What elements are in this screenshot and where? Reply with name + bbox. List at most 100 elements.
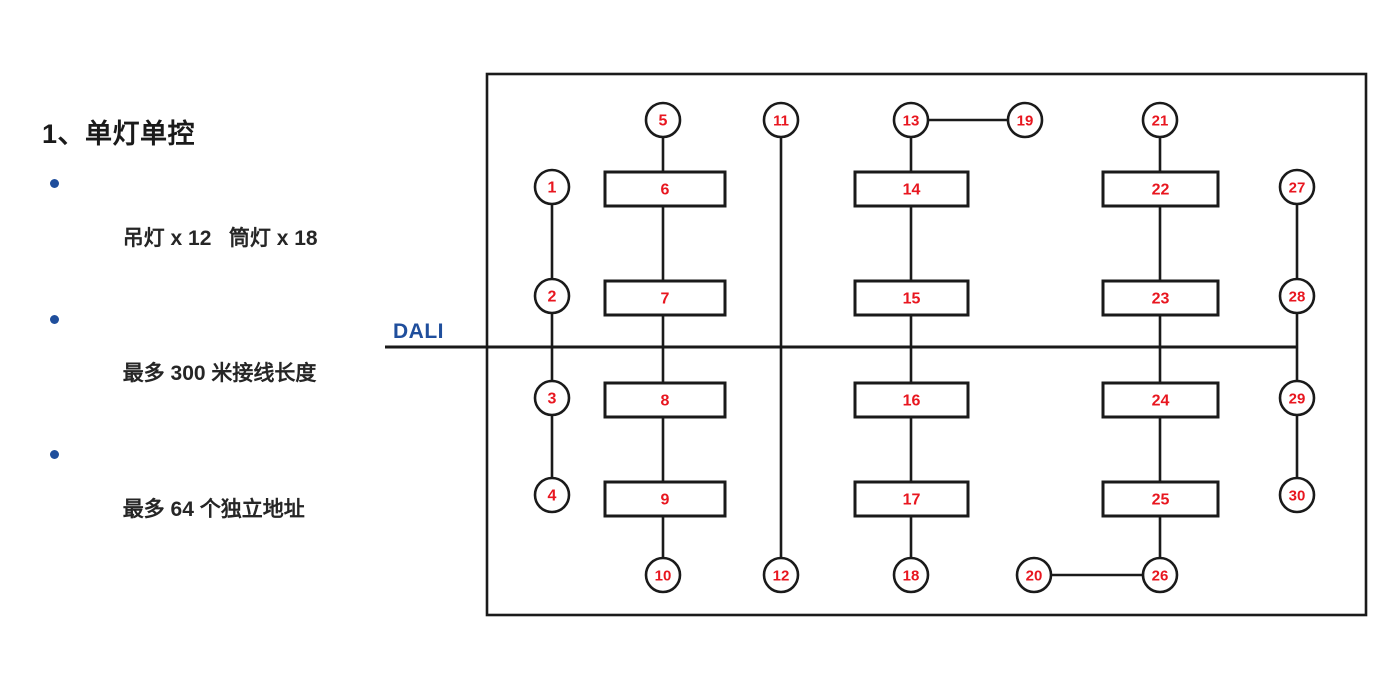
- fixture-number-label: 9: [661, 492, 670, 509]
- node-circle[interactable]: [762, 556, 800, 594]
- node-circle[interactable]: [892, 556, 930, 594]
- fixture-number-label: 22: [1152, 182, 1170, 199]
- node-circle[interactable]: [892, 101, 930, 139]
- circle-node-10[interactable]: 10: [644, 556, 682, 594]
- circle-node-5[interactable]: 5: [644, 101, 682, 139]
- fixture-rect[interactable]: [853, 480, 970, 518]
- node-circle[interactable]: [1141, 101, 1179, 139]
- fixture-number-label: 14: [903, 182, 921, 199]
- circle-node-21[interactable]: 21: [1141, 101, 1179, 139]
- node-number-label: 28: [1289, 289, 1306, 306]
- node-circle[interactable]: [1278, 168, 1316, 206]
- fixture-rect[interactable]: [603, 279, 727, 317]
- node-number-label: 18: [903, 568, 920, 585]
- node-number-label: 5: [659, 113, 668, 130]
- circle-node-4[interactable]: 4: [533, 476, 571, 514]
- circle-node-20[interactable]: 20: [1015, 556, 1053, 594]
- node-number-label: 20: [1026, 568, 1043, 585]
- node-circle[interactable]: [533, 476, 571, 514]
- fixture-rect[interactable]: [1101, 381, 1220, 419]
- circle-node-12[interactable]: 12: [762, 556, 800, 594]
- fixture-node-24[interactable]: 24: [1101, 381, 1220, 419]
- list-item-label: 最多 64 个独立地址: [122, 497, 305, 521]
- node-number-label: 13: [903, 113, 920, 130]
- fixture-layer: 6 7 8 9 14 15 16 17 22 23 24 25: [603, 170, 1220, 518]
- node-number-label: 26: [1152, 568, 1169, 585]
- list-item-label: 吊灯 x 12 筒灯 x 18: [122, 227, 318, 251]
- fixture-rect[interactable]: [853, 381, 970, 419]
- fixture-node-22[interactable]: 22: [1101, 170, 1220, 208]
- circle-node-27[interactable]: 27: [1278, 168, 1316, 206]
- fixture-node-17[interactable]: 17: [853, 480, 970, 518]
- fixture-node-9[interactable]: 9: [603, 480, 727, 518]
- dali-bus-label: DALI: [393, 320, 444, 343]
- node-number-label: 21: [1152, 113, 1169, 130]
- node-circle[interactable]: [533, 379, 571, 417]
- node-number-label: 2: [548, 289, 557, 306]
- node-number-label: 29: [1289, 391, 1306, 408]
- circle-node-18[interactable]: 18: [892, 556, 930, 594]
- fixture-node-14[interactable]: 14: [853, 170, 970, 208]
- fixture-node-15[interactable]: 15: [853, 279, 970, 317]
- node-circle[interactable]: [762, 101, 800, 139]
- fixture-node-16[interactable]: 16: [853, 381, 970, 419]
- bullet-dot-icon: [50, 450, 59, 460]
- node-circle[interactable]: [1015, 556, 1053, 594]
- node-circle[interactable]: [1006, 101, 1044, 139]
- fixture-number-label: 7: [661, 291, 670, 308]
- fixture-rect[interactable]: [1101, 170, 1220, 208]
- node-circle[interactable]: [644, 556, 682, 594]
- node-number-label: 30: [1289, 488, 1306, 505]
- fixture-node-8[interactable]: 8: [603, 381, 727, 419]
- circle-node-19[interactable]: 19: [1006, 101, 1044, 139]
- fixture-rect[interactable]: [853, 279, 970, 317]
- node-circle[interactable]: [1278, 379, 1316, 417]
- fixture-rect[interactable]: [603, 170, 727, 208]
- circle-node-1[interactable]: 1: [533, 168, 571, 206]
- fixture-number-label: 24: [1152, 393, 1170, 410]
- fixture-number-label: 17: [903, 492, 921, 509]
- fixture-rect[interactable]: [603, 381, 727, 419]
- fixture-number-label: 25: [1152, 492, 1170, 509]
- fixture-number-label: 23: [1152, 291, 1170, 308]
- node-circle[interactable]: [533, 168, 571, 206]
- node-number-label: 4: [548, 488, 557, 505]
- node-circle[interactable]: [533, 277, 571, 315]
- fixture-node-7[interactable]: 7: [603, 279, 727, 317]
- fixture-rect[interactable]: [1101, 480, 1220, 518]
- circle-node-26[interactable]: 26: [1141, 556, 1179, 594]
- info-panel: 1、单灯单控 吊灯 x 12 筒灯 x 18 最多 300 米接线长度 最多 6…: [42, 118, 372, 575]
- fixture-number-label: 6: [661, 182, 670, 199]
- node-circle[interactable]: [1141, 556, 1179, 594]
- fixture-node-25[interactable]: 25: [1101, 480, 1220, 518]
- circle-node-28[interactable]: 28: [1278, 277, 1316, 315]
- fixture-rect[interactable]: [603, 480, 727, 518]
- circle-node-11[interactable]: 11: [762, 101, 800, 139]
- circle-node-30[interactable]: 30: [1278, 476, 1316, 514]
- fixture-node-6[interactable]: 6: [603, 170, 727, 208]
- node-number-label: 12: [773, 568, 790, 585]
- circle-node-3[interactable]: 3: [533, 379, 571, 417]
- node-number-label: 3: [548, 391, 557, 408]
- list-item: 吊灯 x 12 筒灯 x 18: [42, 168, 372, 281]
- list-item: 最多 64 个独立地址: [42, 439, 372, 552]
- bullet-dot-icon: [50, 314, 59, 324]
- node-number-label: 27: [1289, 180, 1306, 197]
- fixture-node-23[interactable]: 23: [1101, 279, 1220, 317]
- circle-node-13[interactable]: 13: [892, 101, 930, 139]
- node-circle[interactable]: [1278, 476, 1316, 514]
- page-title: 1、单灯单控: [42, 119, 196, 149]
- circle-node-2[interactable]: 2: [533, 277, 571, 315]
- list-item: 最多 300 米接线长度: [42, 304, 372, 417]
- node-number-label: 11: [773, 113, 789, 130]
- fixture-number-label: 8: [661, 393, 670, 410]
- fixture-rect[interactable]: [1101, 279, 1220, 317]
- node-number-label: 19: [1017, 113, 1034, 130]
- node-circle[interactable]: [1278, 277, 1316, 315]
- fixture-rect[interactable]: [853, 170, 970, 208]
- node-circle[interactable]: [644, 101, 682, 139]
- circle-node-29[interactable]: 29: [1278, 379, 1316, 417]
